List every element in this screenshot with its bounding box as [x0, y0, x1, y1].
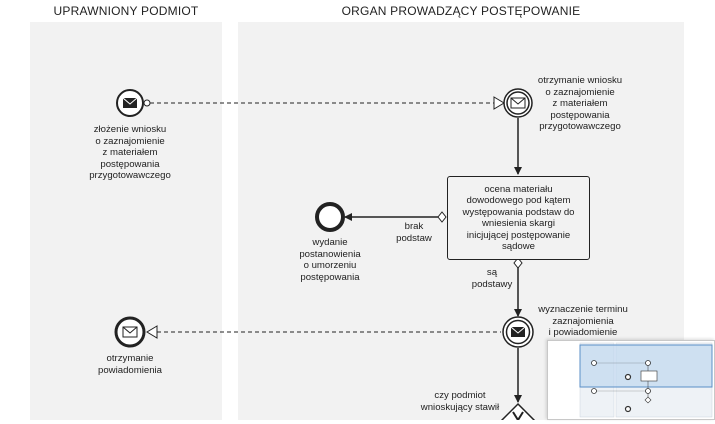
label-grounds: są podstawy [471, 267, 513, 290]
end-event-discontinue[interactable] [315, 202, 345, 232]
flow-no-grounds [344, 211, 447, 223]
end-message-event[interactable] [114, 316, 146, 348]
message-flow-notice [146, 325, 501, 339]
minimap[interactable] [547, 340, 715, 420]
envelope-outline-icon [122, 326, 138, 338]
lane-uprawniony-podmiot [30, 22, 222, 420]
envelope-icon [510, 326, 526, 337]
label-schedule: wyznaczenie terminu zaznajomienia i powi… [538, 304, 628, 338]
exclusive-gateway[interactable] [500, 402, 536, 420]
label-submit-request: złożenie wniosku o zaznajomienie z mater… [89, 124, 171, 181]
catch-message-event[interactable] [503, 88, 533, 118]
label-no-grounds: brak podstaw [396, 221, 432, 244]
task-assess-evidence[interactable]: ocena materiału dowodowego pod kątem wys… [447, 176, 590, 260]
envelope-icon [122, 97, 138, 108]
label-receive-request: otrzymanie wniosku o zaznajomienie z mat… [537, 75, 623, 132]
task-assess-label: ocena materiału dowodowego pod kątem wys… [462, 183, 575, 253]
message-flow-request [143, 96, 505, 110]
lane-header-right: ORGAN PROWADZĄCY POSTĘPOWANIE [341, 4, 581, 18]
envelope-outline-icon [510, 97, 526, 109]
lane-header-left: UPRAWNIONY PODMIOT [53, 4, 199, 18]
start-message-event[interactable] [116, 89, 144, 117]
label-discontinue: wydanie postanowienia o umorzeniu postęp… [299, 237, 361, 283]
label-gateway-question: czy podmiot wnioskujący stawił [420, 390, 500, 413]
throw-message-event[interactable] [502, 316, 534, 348]
label-receive-notice: otrzymanie powiadomienia [98, 353, 162, 376]
minimap-preview [579, 342, 713, 418]
flow-grounds [513, 257, 523, 317]
